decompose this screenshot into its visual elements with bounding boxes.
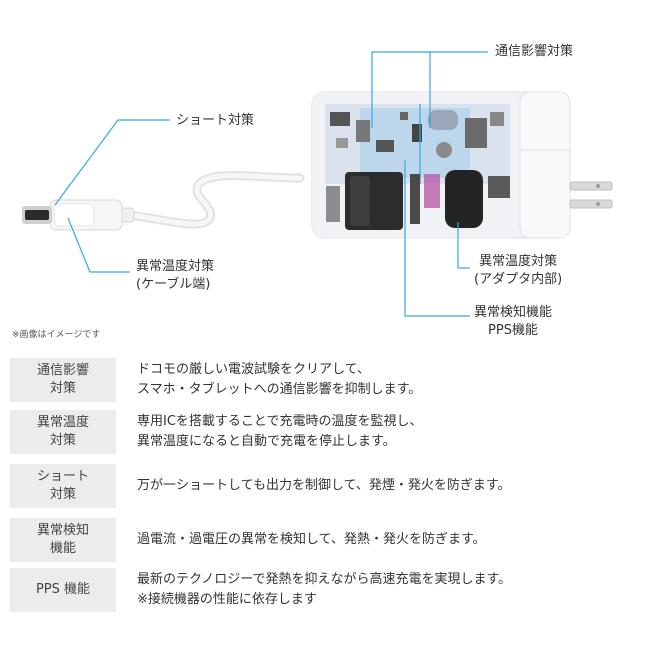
- feature-description: 専用ICを搭載することで充電時の温度を監視し、 異常温度になると自動で充電を停止…: [137, 414, 423, 449]
- callout-line-emi: [371, 51, 488, 128]
- feature-label: 異常検知 機能: [10, 518, 116, 562]
- charger-illustration: [22, 51, 613, 317]
- feature-label: 通信影響 対策: [10, 358, 116, 402]
- image-note: ※画像はイメージです: [12, 330, 101, 340]
- callout-line-detect: [404, 160, 470, 317]
- callout-line-short: [54, 119, 170, 206]
- feature-row: 通信影響 対策 ドコモの厳しい電波試験をクリアして、 スマホ・タブレットへの通信…: [10, 358, 640, 402]
- callout-line-cable-temp: [67, 217, 130, 273]
- usb-c-plug: [22, 199, 135, 231]
- callout-adapter-temp: 異常温度対策 (アダプタ内部): [474, 254, 563, 287]
- feature-description: ドコモの厳しい電波試験をクリアして、 スマホ・タブレットへの通信影響を抑制します…: [137, 362, 422, 397]
- feature-description: 万が一ショートしても出力を制御して、発煙・発火を防ぎます。: [137, 478, 511, 493]
- callout-cable-temp: 異常温度対策 (ケーブル端): [136, 259, 215, 292]
- callout-emi: 通信影響対策: [495, 44, 574, 59]
- feature-row: 異常検知 機能 過電流・過電圧の異常を検知して、発熱・発火を防ぎます。: [10, 518, 640, 562]
- product-diagram: 通信影響対策 ショート対策 異常温度対策 (ケーブル端) 異常温度対策 (アダプ…: [22, 44, 613, 338]
- charger-body: [311, 91, 571, 239]
- feature-label: PPS 機能: [10, 568, 116, 612]
- feature-row: ショート 対策 万が一ショートしても出力を制御して、発煙・発火を防ぎます。: [10, 464, 640, 508]
- ac-prongs: [569, 181, 613, 209]
- feature-description: 過電流・過電圧の異常を検知して、発熱・発火を防ぎます。: [137, 532, 486, 547]
- feature-row: 異常温度 対策 専用ICを搭載することで充電時の温度を監視し、 異常温度になると…: [10, 410, 640, 454]
- callout-detect-pps: 異常検知機能 PPS機能: [474, 305, 553, 338]
- feature-row: PPS 機能 最新のテクノロジーで発熱を抑えながら高速充電を実現します。 ※接続…: [10, 568, 640, 612]
- callout-line-adapter-temp: [457, 222, 470, 269]
- feature-label: 異常温度 対策: [10, 410, 116, 454]
- feature-label: ショート 対策: [10, 464, 116, 508]
- callout-short: ショート対策: [176, 113, 255, 128]
- feature-description: 最新のテクノロジーで発熱を抑えながら高速充電を実現します。 ※接続機器の性能に依…: [137, 572, 512, 607]
